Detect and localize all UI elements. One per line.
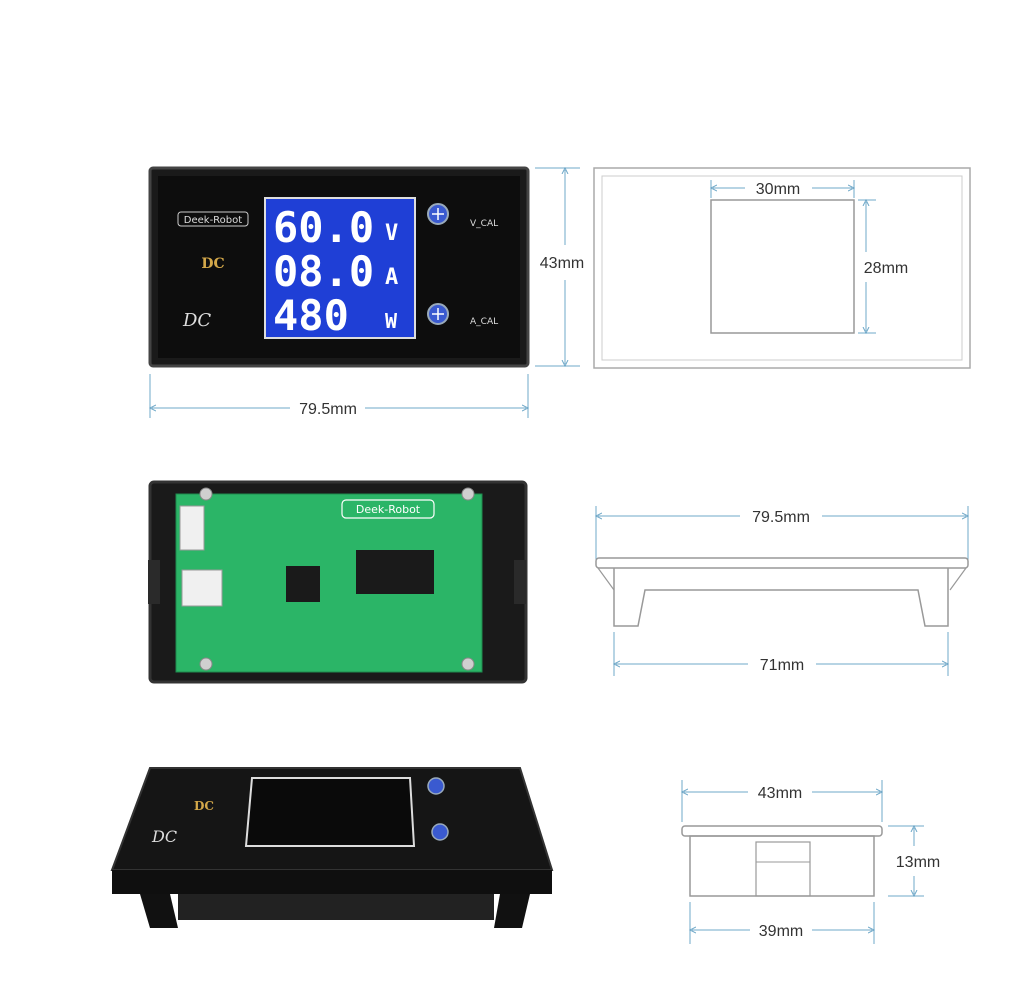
screw-icon xyxy=(199,487,213,501)
cutout-diagram: 30mm 28mm xyxy=(593,167,971,369)
svg-text:79.5mm: 79.5mm xyxy=(752,509,810,526)
side-profile-diagram: 79.5mm 71mm xyxy=(596,506,968,676)
front-width-dimension: 79.5mm xyxy=(150,374,528,418)
secondary-chip xyxy=(286,566,320,602)
svg-text:DC: DC xyxy=(194,799,214,813)
pcb-brand-logo xyxy=(341,499,435,519)
lcd-screen-off xyxy=(244,777,416,847)
svg-text:Deek-Robot: Deek-Robot xyxy=(356,503,421,516)
svg-text:79.5mm: 79.5mm xyxy=(299,401,357,418)
brand-logo xyxy=(177,211,249,227)
lcd-screen xyxy=(264,197,416,339)
svg-text:71mm: 71mm xyxy=(760,657,804,674)
dc-label: DC xyxy=(201,256,224,272)
connector-bottom xyxy=(181,569,223,607)
v-cal-knob-icon xyxy=(427,777,445,795)
perspective-view-meter: DC DC xyxy=(110,767,554,928)
connector-top xyxy=(179,505,205,551)
back-view-pcb: Deek-Robot xyxy=(148,480,528,684)
svg-text:30mm: 30mm xyxy=(756,181,800,198)
svg-text:28mm: 28mm xyxy=(864,260,908,277)
v-cal-label: V_CAL xyxy=(470,219,498,229)
svg-text:39mm: 39mm xyxy=(759,923,803,940)
end-profile-diagram: 43mm 13mm 39mm xyxy=(682,780,940,944)
screw-icon xyxy=(199,657,213,671)
main-chip xyxy=(356,550,434,594)
current-unit: A xyxy=(385,265,398,290)
power-reading: 480 xyxy=(273,291,349,340)
a-cal-knob-icon xyxy=(431,823,449,841)
svg-text:DC: DC xyxy=(151,827,177,846)
power-unit: W xyxy=(385,309,398,333)
svg-text:43mm: 43mm xyxy=(540,255,584,272)
voltage-reading: 60.0 xyxy=(273,203,374,252)
front-view-meter: Deek-Robot DC DC 60.0 V 08.0 A 480 W V_C… xyxy=(148,166,530,368)
svg-text:13mm: 13mm xyxy=(896,854,940,871)
svg-text:43mm: 43mm xyxy=(758,785,802,802)
brand-text: Deek-Robot xyxy=(184,215,242,226)
cutout-window xyxy=(710,199,855,334)
voltage-unit: V xyxy=(385,221,398,246)
front-height-dimension: 43mm xyxy=(535,168,584,366)
dc-script-logo: DC xyxy=(182,310,211,331)
a-cal-label: A_CAL xyxy=(470,317,498,327)
screw-icon xyxy=(461,657,475,671)
screw-icon xyxy=(461,487,475,501)
current-reading: 08.0 xyxy=(273,247,374,296)
